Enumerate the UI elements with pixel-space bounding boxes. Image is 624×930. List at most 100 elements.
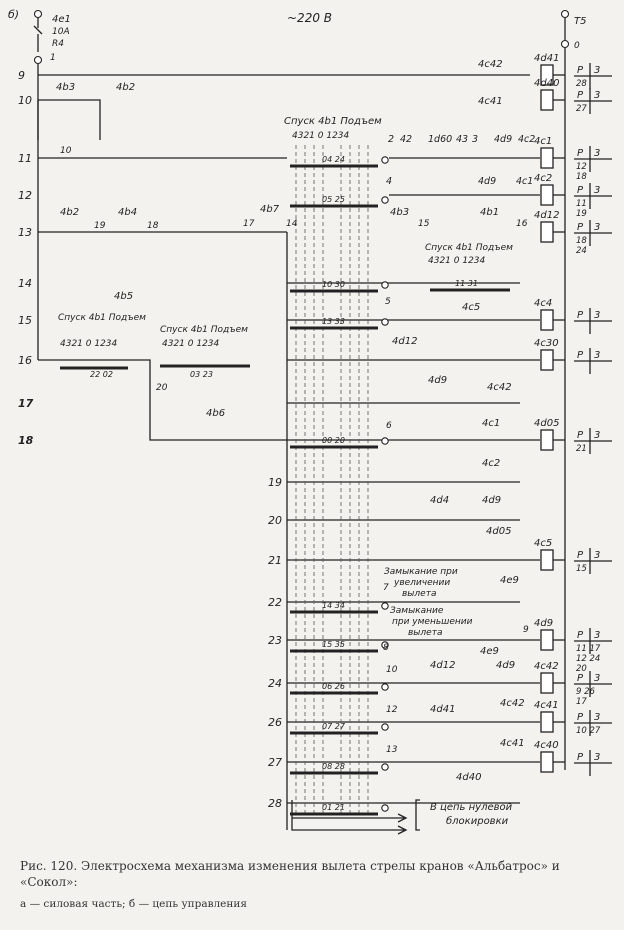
r12-item-2: 4с1 [516, 176, 533, 187]
controller-terminal-1 [381, 196, 389, 204]
ref-bottom-18-0: 21 [576, 444, 587, 454]
node-8: 8 [383, 643, 389, 653]
row-label-18: 18 [18, 434, 34, 447]
row-label-12: 12 [18, 189, 32, 202]
ref-cross-18 [574, 428, 612, 454]
relay-label-21: 4с5 [534, 538, 552, 549]
ref-bottom-21-0: 15 [576, 564, 587, 574]
node-10-r24: 10 [386, 665, 398, 675]
ref-cross-16 [574, 348, 612, 374]
ref-bottom-13-0: 18 [576, 236, 587, 246]
contact-4b1: 4b1 [480, 207, 499, 218]
ref-cross-13 [574, 220, 612, 246]
ref-top-21: 3 [594, 550, 600, 561]
zero-block-brace [415, 799, 420, 831]
contact-4c1: 4с1 [482, 418, 500, 429]
note-zero-block-2: блокировки [446, 815, 509, 827]
relay-label-23: 4d9 [534, 618, 553, 629]
relay-coil-15 [540, 309, 554, 331]
node-13: 13 [386, 745, 398, 755]
r11-item-3: 43 [456, 134, 468, 145]
left-controller-2: Спуск 4b1 Подъем 4321 0 1234 03 23 [160, 325, 250, 379]
main-controller-scale: 4321 0 1234 [292, 131, 350, 141]
controller-terminal-2 [381, 281, 389, 289]
main-controller-title: Спуск 4b1 Подъем [284, 116, 382, 127]
ref-bottom-13-1: 24 [576, 246, 587, 256]
relay-coil-23 [540, 629, 554, 651]
left-branches [38, 231, 287, 441]
ref-top-10: 3 [594, 90, 600, 101]
controller-code-5: 14 34 [322, 601, 345, 610]
r11-item-4: 3 [472, 134, 478, 145]
controller-code-9: 08 28 [322, 762, 345, 771]
ref-p-10: Р [577, 90, 584, 101]
ref-cross-12 [574, 183, 612, 209]
contact-4e9-r22: 4е9 [500, 575, 519, 586]
row-label-22: 22 [268, 596, 282, 609]
note-increase-3: вылета [402, 589, 436, 599]
relay-label-10: 4d40 [534, 78, 559, 89]
relay-label-26: 4с41 [534, 700, 559, 711]
relay-label-9: 4d41 [534, 53, 559, 64]
left2-scale: 4321 0 1234 [162, 339, 220, 349]
ref-top-12: 3 [594, 185, 600, 196]
relay-label-27: 4с40 [534, 740, 559, 751]
row-label-26: 26 [268, 716, 282, 729]
left2-code: 03 23 [190, 370, 213, 379]
row-label-17: 17 [18, 397, 34, 410]
contact-4b2-r13: 4b2 [60, 207, 79, 218]
fuse-right-node: 0 [574, 41, 580, 51]
main-controller: Спуск 4b1 Подъем 4321 0 1234 [284, 116, 382, 815]
right-controller: Спуск 4b1 Подъем 4321 0 1234 11 31 [425, 243, 513, 292]
node-15: 15 [418, 219, 430, 229]
left-controller-1: Спуск 4b1 Подъем 4321 0 1234 22 02 [58, 313, 146, 379]
node-16: 16 [516, 219, 528, 229]
ref-top-11: 3 [594, 148, 600, 159]
ref-p-24: Р [577, 673, 584, 684]
contact-4b5: 4b5 [114, 291, 133, 302]
fuse-left-r: R4 [52, 39, 64, 49]
ref-bottom-24-1: 17 [576, 697, 587, 707]
supply-label: ~220 В [287, 11, 332, 25]
relay-label-11: 4с1 [534, 136, 552, 147]
row-label-20: 20 [268, 514, 282, 527]
contact-4d9-r17: 4d9 [428, 375, 447, 386]
ref-p-21: Р [577, 550, 584, 561]
note-increase-2: увеличении [393, 578, 450, 588]
ref-bottom-11-0: 12 [576, 162, 587, 172]
ref-p-9: Р [577, 65, 584, 76]
ref-top-15: 3 [594, 310, 600, 321]
controller-code-3: 13 33 [322, 317, 345, 326]
ref-bottom-24-0: 9 26 [576, 687, 596, 697]
controller-terminal-5 [381, 602, 389, 610]
relay-coil-18 [540, 429, 554, 451]
left1-code: 22 02 [90, 370, 113, 379]
panel-letter: б) [8, 8, 19, 21]
row-label-10: 10 [18, 94, 32, 107]
ref-bottom-23-2: 20 [576, 664, 587, 674]
right-controller-code: 11 31 [455, 279, 478, 288]
r11-item-6: 4с2 [518, 134, 535, 145]
row-label-13: 13 [18, 226, 32, 239]
ref-top-26: 3 [594, 712, 600, 723]
relay-coil-24 [540, 672, 554, 694]
relay-coil-21 [540, 549, 554, 571]
node-10: 10 [60, 146, 72, 156]
ref-p-11: Р [577, 148, 584, 159]
controller-terminal-9 [381, 763, 389, 771]
contact-labels: 4с42 4с41 4b3 4b2 10 4b2 19 4b4 18 17 4b… [56, 59, 529, 783]
controller-code-8: 07 27 [322, 722, 346, 731]
node-14: 14 [286, 219, 298, 229]
ref-p-26: Р [577, 712, 584, 723]
relay-label-15: 4с4 [534, 298, 552, 309]
ref-cross-9 [574, 63, 612, 89]
row-label-23: 23 [268, 634, 282, 647]
r12-item-1: 4d9 [478, 176, 496, 187]
ref-bottom-9-0: 28 [576, 79, 587, 89]
note-increase-1: Замыкание при [384, 567, 458, 577]
ref-p-13: Р [577, 222, 584, 233]
right-supply-fuse [560, 9, 570, 49]
r11-item-5: 4d9 [494, 134, 512, 145]
fuse-left-rating: 10А [52, 27, 70, 37]
